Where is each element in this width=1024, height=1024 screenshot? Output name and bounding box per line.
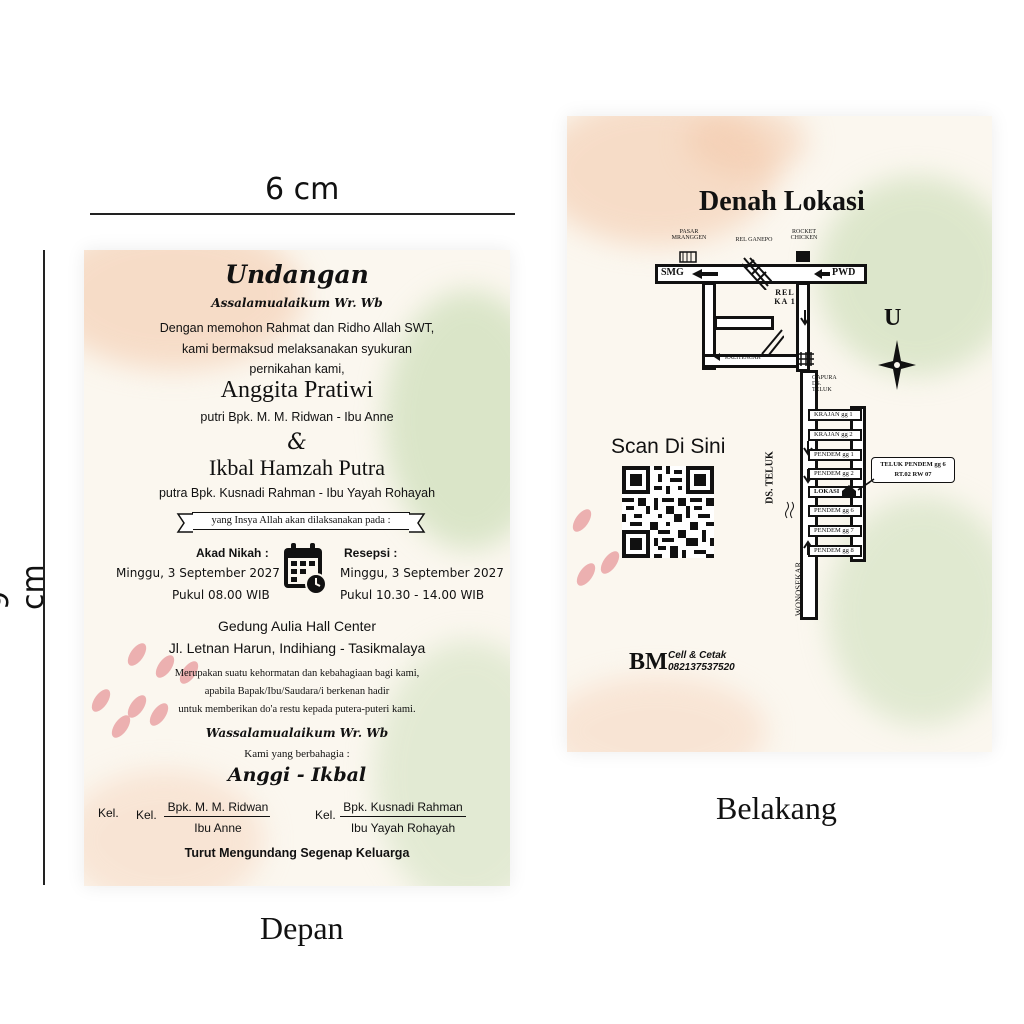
- intro-line-3: pernikahan kami,: [249, 362, 345, 376]
- rail-crossing-icon: [741, 257, 772, 290]
- compass-icon: [878, 340, 916, 390]
- map-label-pwd: PWD: [832, 267, 856, 278]
- sage-watercolor: [384, 290, 510, 550]
- lane-pendem-8: PENDEM gg 8: [808, 545, 862, 557]
- couple-names: Anggi - Ikbal: [227, 764, 367, 786]
- groom-name: Ikbal Hamzah Putra: [209, 455, 385, 480]
- bride-family-divider: [164, 816, 270, 817]
- closing-line-2: apabila Bapak/Ibu/Saudara/i berkenan had…: [204, 686, 390, 697]
- bride-parents: putri Bpk. M. M. Ridwan - Ibu Anne: [200, 410, 394, 424]
- map-label-rel-ganepo: REL GANEPO: [735, 237, 773, 243]
- ribbon-text: yang Insya Allah akan dilaksanakan pada …: [211, 515, 391, 526]
- rose-brush-dot: [573, 560, 599, 589]
- qr-code-icon[interactable]: [622, 466, 714, 558]
- invitation-title: Undangan: [225, 260, 369, 289]
- river-icon: [785, 501, 794, 519]
- venue-name: Gedung Aulia Hall Center: [218, 618, 376, 634]
- rose-brush-dot: [569, 506, 595, 535]
- map-title: Denah Lokasi: [699, 186, 865, 217]
- peach-watercolor-2: [687, 116, 807, 176]
- lane-pendem-7: PENDEM gg 7: [808, 525, 862, 537]
- map-label-rel-ka: REL KA 1: [774, 288, 796, 306]
- ampersand: &: [287, 430, 307, 455]
- arrow-down-icon: [800, 310, 810, 326]
- lane-pendem-2: PENDEM gg 2: [808, 468, 862, 480]
- arrow-left-icon: [814, 269, 830, 279]
- greeting: Assalamualaikum Wr. Wb: [211, 296, 383, 310]
- back-caption: Belakang: [716, 790, 837, 826]
- intro-line-2: kami bermaksud melaksanakan syukuran: [182, 342, 412, 356]
- market-icon: [679, 251, 697, 263]
- ribbon-banner: yang Insya Allah akan dilaksanakan pada …: [192, 512, 410, 530]
- arrow-left-icon: [714, 353, 720, 361]
- lane-krajan-1: KRAJAN gg 1: [808, 409, 862, 421]
- printer-phone: 082137537520: [668, 662, 735, 673]
- rail-crossing-icon: [761, 329, 784, 356]
- rose-brush-dot: [597, 548, 623, 577]
- resepsi-label: Resepsi :: [344, 546, 398, 560]
- resepsi-time: Pukul 10.30 - 14.00 WIB: [340, 588, 485, 602]
- venue-address: Jl. Letnan Harun, Indihiang - Tasikmalay…: [168, 640, 426, 656]
- front-caption: Depan: [260, 910, 344, 946]
- groom-family-prefix: Kel.: [315, 808, 336, 822]
- compass-north-label: U: [884, 305, 902, 331]
- restaurant-icon: [796, 251, 810, 262]
- intro-line-1: Dengan memohon Rahmat dan Ridho Allah SW…: [159, 321, 435, 335]
- main-road: [655, 264, 867, 284]
- height-dimension-line: [43, 250, 45, 885]
- map-label-smg: SMG: [661, 267, 684, 278]
- bride-family-mother: Ibu Anne: [194, 821, 242, 835]
- closing-line-3: untuk memberikan do'a restu kepada puter…: [178, 704, 416, 715]
- road-pendem: [850, 406, 866, 562]
- akad-date: Minggu, 3 September 2027: [116, 566, 280, 580]
- map-label-ds-teluk: DS. TELUK: [764, 451, 776, 504]
- front-card: Undangan Assalamualaikum Wr. Wb Dengan m…: [84, 250, 510, 886]
- road-branch: [714, 316, 774, 330]
- lane-krajan-2: KRAJAN gg 2: [808, 429, 862, 441]
- rail-marker-icon: [798, 352, 814, 366]
- groom-parents: putra Bpk. Kusnadi Rahman - Ibu Yayah Ro…: [158, 486, 436, 500]
- groom-family-mother: Ibu Yayah Rohayah: [350, 821, 456, 835]
- bride-name: Anggita Pratiwi: [220, 377, 374, 403]
- farewell: Wassalamualaikum Wr. Wb: [205, 726, 389, 740]
- bride-family-prefix: Kel.: [136, 808, 157, 822]
- map-label-gapura: GAPURA DS. TELUK: [812, 375, 837, 393]
- map-label-pasar: PASAR MRANGGEN: [671, 229, 707, 241]
- akad-time: Pukul 08.00 WIB: [172, 588, 270, 602]
- family-prefix: Kel.: [98, 806, 119, 820]
- map-label-wonosekar: WONOSEKAR: [793, 561, 803, 617]
- calendar-clock-icon: [284, 543, 327, 595]
- map-label-rocket: ROCKET CHICKEN: [790, 229, 818, 241]
- printer-name: Cell & Cetak: [668, 650, 727, 661]
- lane-pendem-1: PENDEM gg 1: [808, 449, 862, 461]
- house-icon: [842, 485, 856, 497]
- callout-pointer: [857, 478, 875, 491]
- lane-pendem-6: PENDEM gg 6: [808, 505, 862, 517]
- arrow-left-icon: [692, 269, 718, 279]
- footer-text: Turut Mengundang Segenap Keluarga: [184, 846, 410, 860]
- resepsi-date: Minggu, 3 September 2027: [340, 566, 504, 580]
- width-dimension-label: 6 cm: [265, 172, 340, 207]
- scan-label: Scan Di Sini: [611, 435, 726, 458]
- ribbon-left-tail: [176, 513, 193, 533]
- width-dimension-line: [90, 213, 515, 215]
- map-label-kalitengah: KALITENGAH: [725, 355, 761, 361]
- groom-family-father: Bpk. Kusnadi Rahman: [343, 800, 463, 814]
- akad-label: Akad Nikah :: [196, 546, 269, 560]
- groom-family-divider: [340, 816, 466, 817]
- ribbon-right-tail: [409, 513, 426, 533]
- signoff: Kami yang berbahagia :: [244, 748, 350, 760]
- peach-watercolor-bottom: [567, 676, 767, 752]
- location-callout: TELUK PENDEM gg 6 RT.02 RW 07: [871, 457, 955, 483]
- bride-family-father: Bpk. M. M. Ridwan: [167, 800, 269, 814]
- closing-line-1: Merupakan suatu kehormatan dan kebahagia…: [174, 668, 420, 679]
- back-card: [567, 116, 992, 752]
- peach-watercolor-bottom: [84, 770, 264, 886]
- printer-logo: BM: [629, 649, 668, 675]
